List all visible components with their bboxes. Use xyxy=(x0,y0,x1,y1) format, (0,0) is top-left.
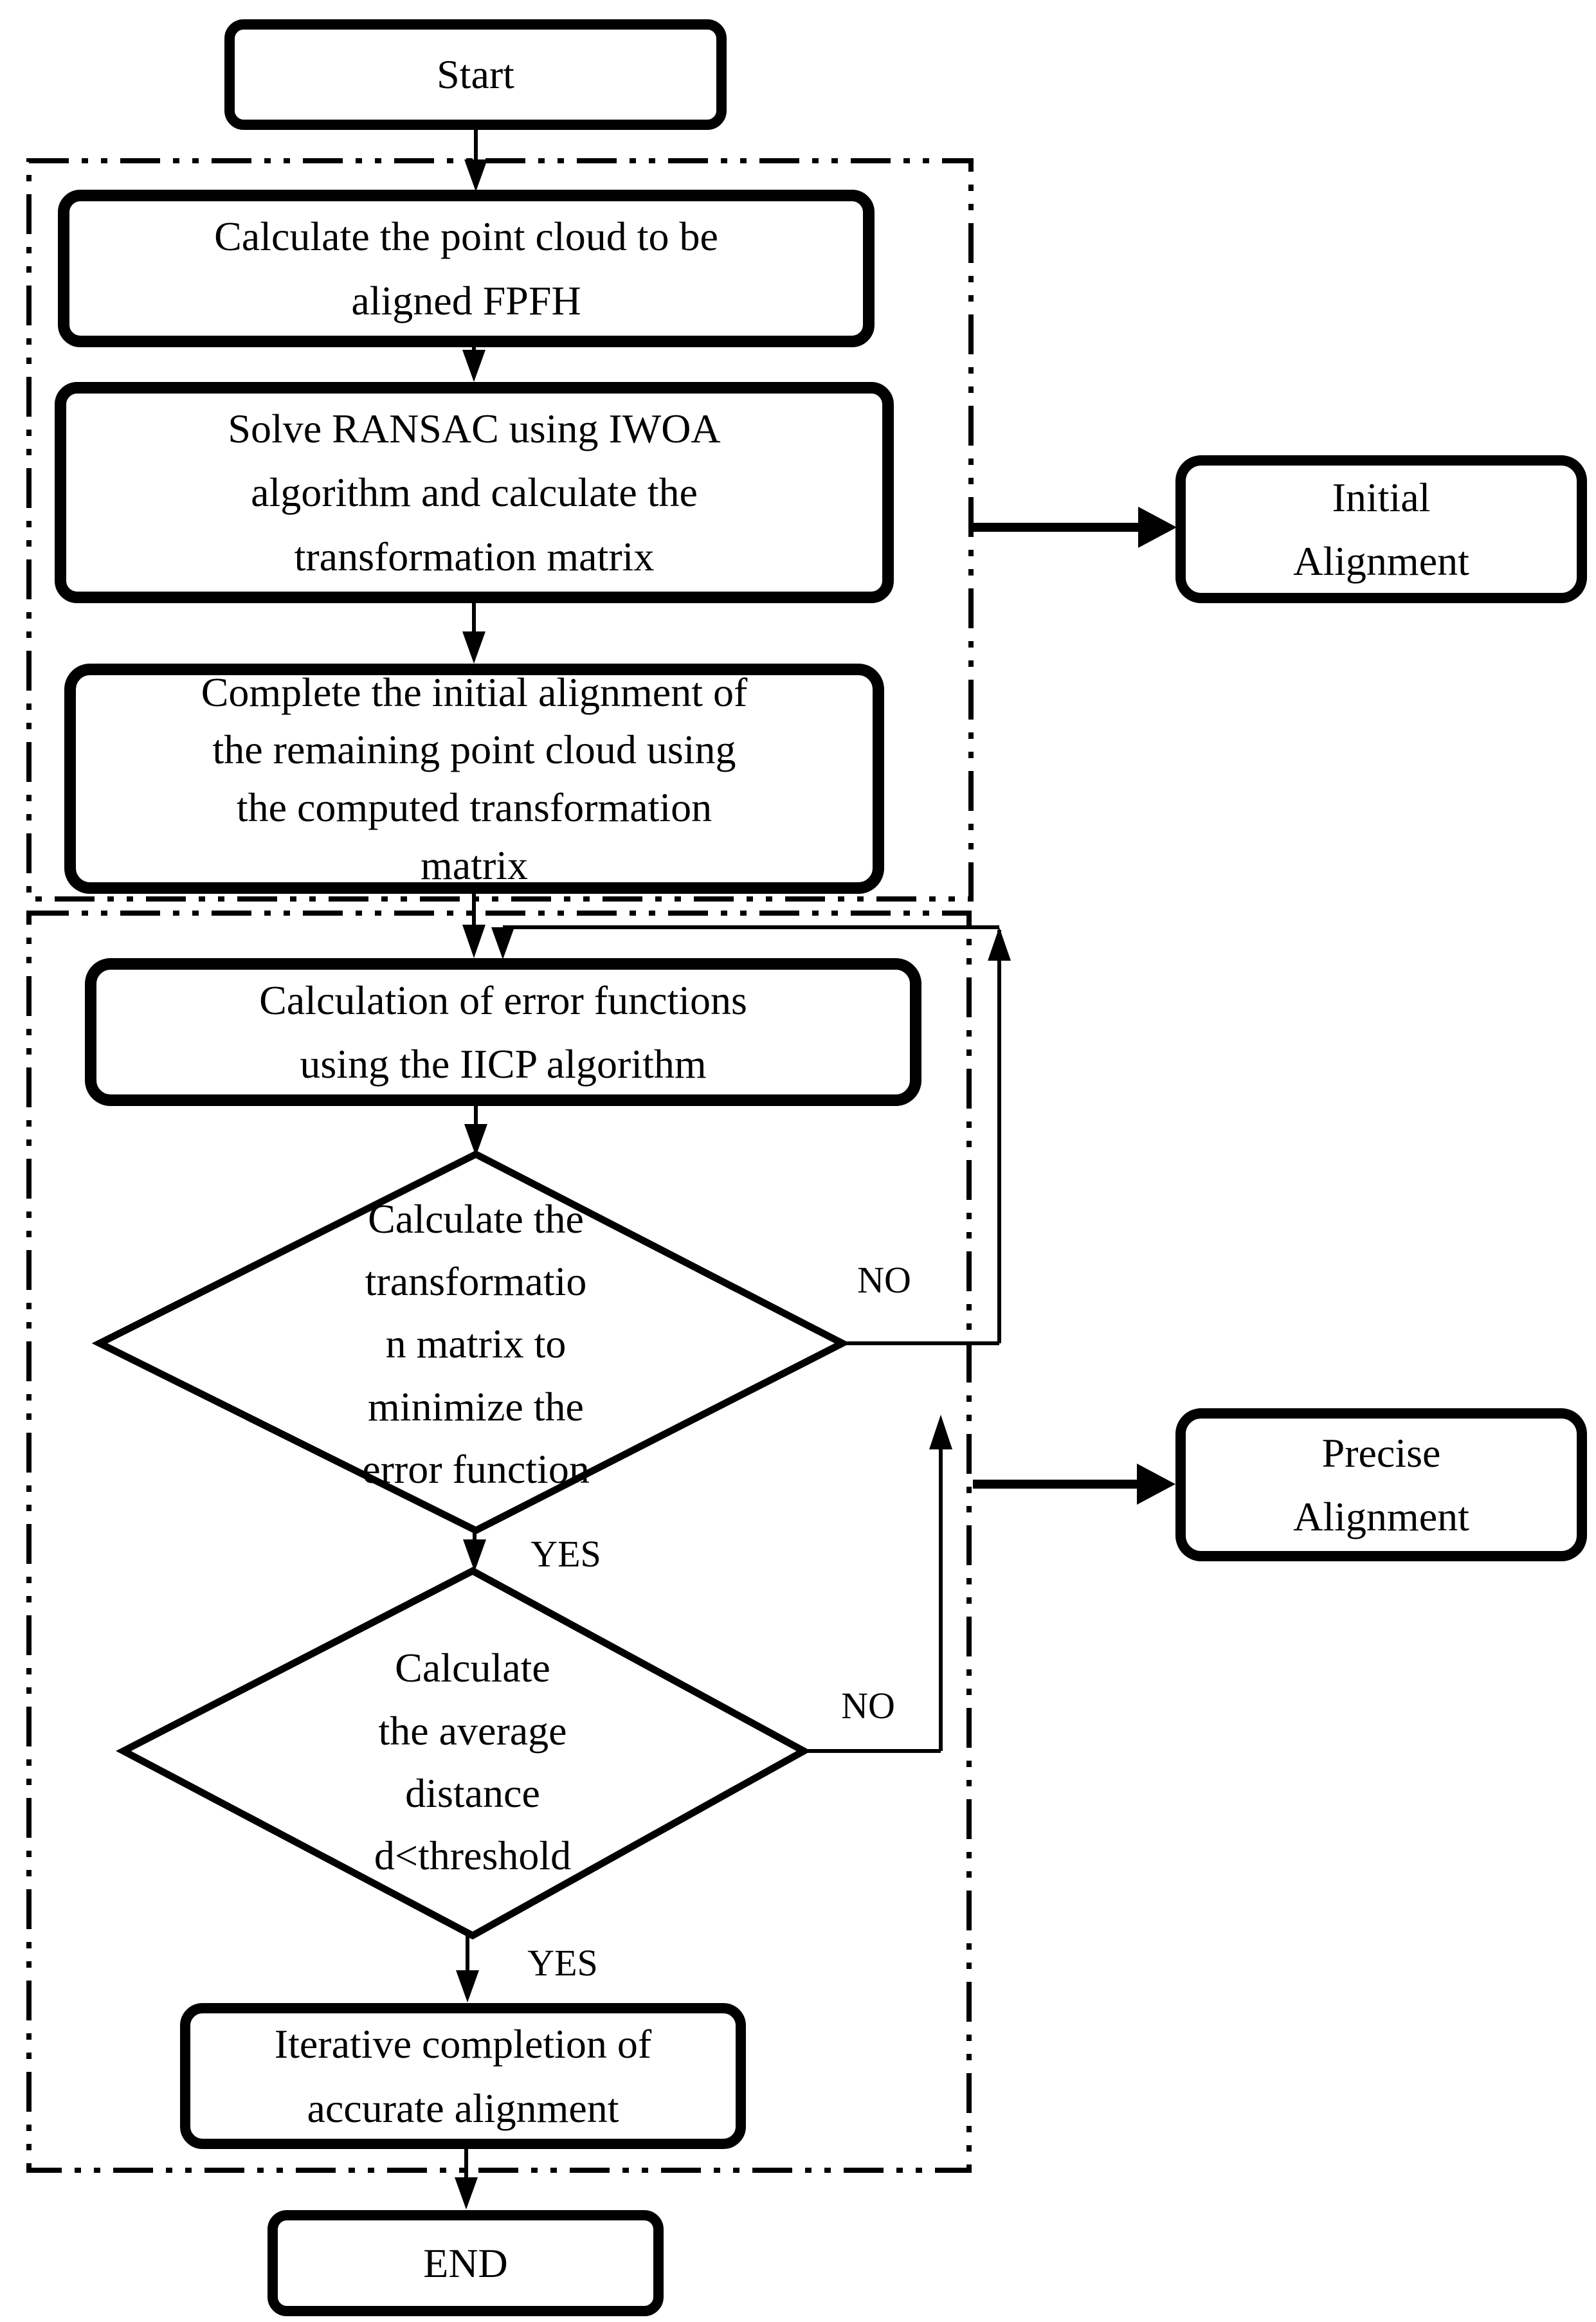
fpfh-process-node: Calculate the point cloud to be aligned … xyxy=(58,190,875,347)
arrow-start-to-fpfh-head xyxy=(464,159,487,192)
start-node: Start xyxy=(224,19,727,130)
arrow-ransac-to-complete-head xyxy=(462,631,485,664)
loop-return-into-iicp-head xyxy=(491,927,514,959)
arrow-to-precise-alignment-head xyxy=(1137,1464,1175,1505)
initial-alignment-container-border xyxy=(26,158,974,902)
edge-label-no-2: NO xyxy=(841,1685,895,1727)
decision-distance-diamond xyxy=(116,1566,812,1940)
arrow-decision1-to-decision2-head xyxy=(463,1539,486,1572)
arrow-iterative-to-end-head xyxy=(455,2177,478,2209)
complete-initial-alignment-process-node: Complete the initial alignment of the re… xyxy=(64,664,884,894)
arrow-complete-to-iicp-head xyxy=(462,925,485,958)
decision-transformation-label: Calculate the transformatio n matrix to … xyxy=(362,1195,590,1492)
edge-label-yes-2: YES xyxy=(527,1942,598,1984)
edge-label-yes-1: YES xyxy=(530,1533,601,1575)
arrow-iicp-to-decision1-head xyxy=(464,1124,487,1156)
precise-alignment-output-node: Precise Alignment xyxy=(1175,1408,1587,1561)
arrow-to-initial-alignment-head xyxy=(1138,507,1177,548)
arrow-decision2-to-iterative-head xyxy=(456,1970,479,2002)
decision2-no-up-head xyxy=(929,1415,952,1449)
precise-alignment-container-border xyxy=(26,911,972,2173)
iicp-error-functions-process-node: Calculation of error functions using the… xyxy=(85,958,921,1106)
iterative-completion-process-node: Iterative completion of accurate alignme… xyxy=(180,2003,746,2149)
decision1-no-up-head xyxy=(988,927,1011,961)
arrow-fpfh-to-ransac-head xyxy=(462,350,485,382)
end-node: END xyxy=(268,2210,664,2316)
initial-alignment-output-node: Initial Alignment xyxy=(1175,455,1587,603)
decision-distance-label: Calculate the average distance d<thresho… xyxy=(374,1645,572,1879)
edge-label-no-1: NO xyxy=(857,1259,911,1301)
ransac-iwoa-process-node: Solve RANSAC using IWOA algorithm and ca… xyxy=(55,382,894,603)
decision-transformation-diamond xyxy=(91,1150,851,1535)
